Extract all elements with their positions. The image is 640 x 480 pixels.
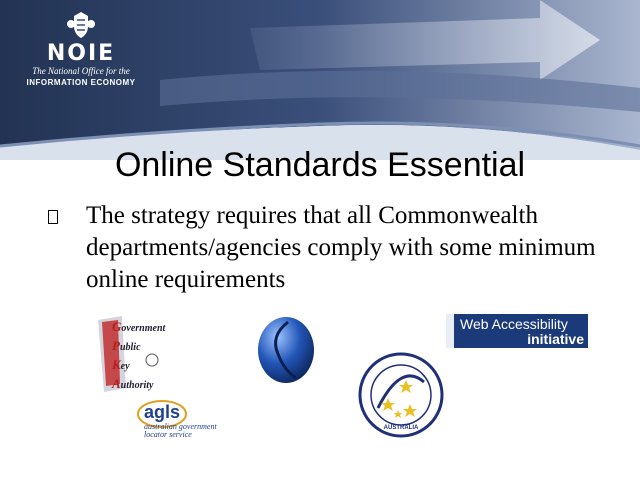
gpka-word-4: uthority: [120, 380, 154, 391]
gpka-letter-a: A: [112, 376, 121, 391]
gpka-text: Government Public Key Authority: [112, 318, 165, 394]
bullet-marker: [48, 210, 58, 224]
agls-wordmark: agls: [144, 402, 181, 422]
gpka-letter-g: G: [112, 319, 122, 334]
gpka-letter-k: K: [112, 357, 121, 372]
arrow-graphic: [250, 0, 600, 80]
gpka-word-1: overnment: [121, 323, 166, 334]
noie-logo: NOIE The National Office for the INFORMA…: [14, 10, 148, 88]
seal-caption: AUSTRALIA: [383, 425, 419, 431]
wai-stripe: [446, 314, 454, 348]
globe-logo: [256, 316, 316, 384]
agls-subtitle-line2: locator service: [144, 430, 192, 439]
coat-of-arms-icon: [67, 12, 95, 38]
gpka-letter-p: P: [112, 338, 120, 353]
slide-title: Online Standards Essential: [114, 146, 526, 184]
org-name-line1: The National Office for the: [32, 66, 130, 76]
banner-background: [0, 0, 640, 160]
dsd-seal-logo: AUSTRALIA: [358, 352, 444, 438]
gpka-word-3: ey: [120, 361, 130, 372]
gpka-word-2: ublic: [119, 342, 141, 353]
gpka-logo: Government Public Key Authority: [92, 310, 188, 396]
wai-line2: initiative: [527, 331, 584, 347]
header-banner: NOIE The National Office for the INFORMA…: [0, 0, 640, 160]
agls-logo: agls australian government locator servi…: [136, 398, 240, 439]
blue-globe-icon: [258, 317, 314, 383]
wai-logo: Web Accessibility initiative: [446, 314, 588, 348]
bullet-text: The strategy requires that all Commonwea…: [86, 202, 596, 293]
agls-subtitle: australian government locator service: [144, 423, 217, 439]
agls-subtitle-line1: australian government: [144, 422, 217, 431]
wai-line1: Web Accessibility: [460, 316, 568, 332]
org-name-line2: INFORMATION ECONOMY: [26, 78, 136, 87]
star-seal-icon: [358, 352, 444, 438]
noie-wordmark: NOIE: [46, 41, 116, 66]
agls-swoosh-icon: [137, 400, 187, 428]
gpka-emblem-icon: [98, 316, 159, 392]
